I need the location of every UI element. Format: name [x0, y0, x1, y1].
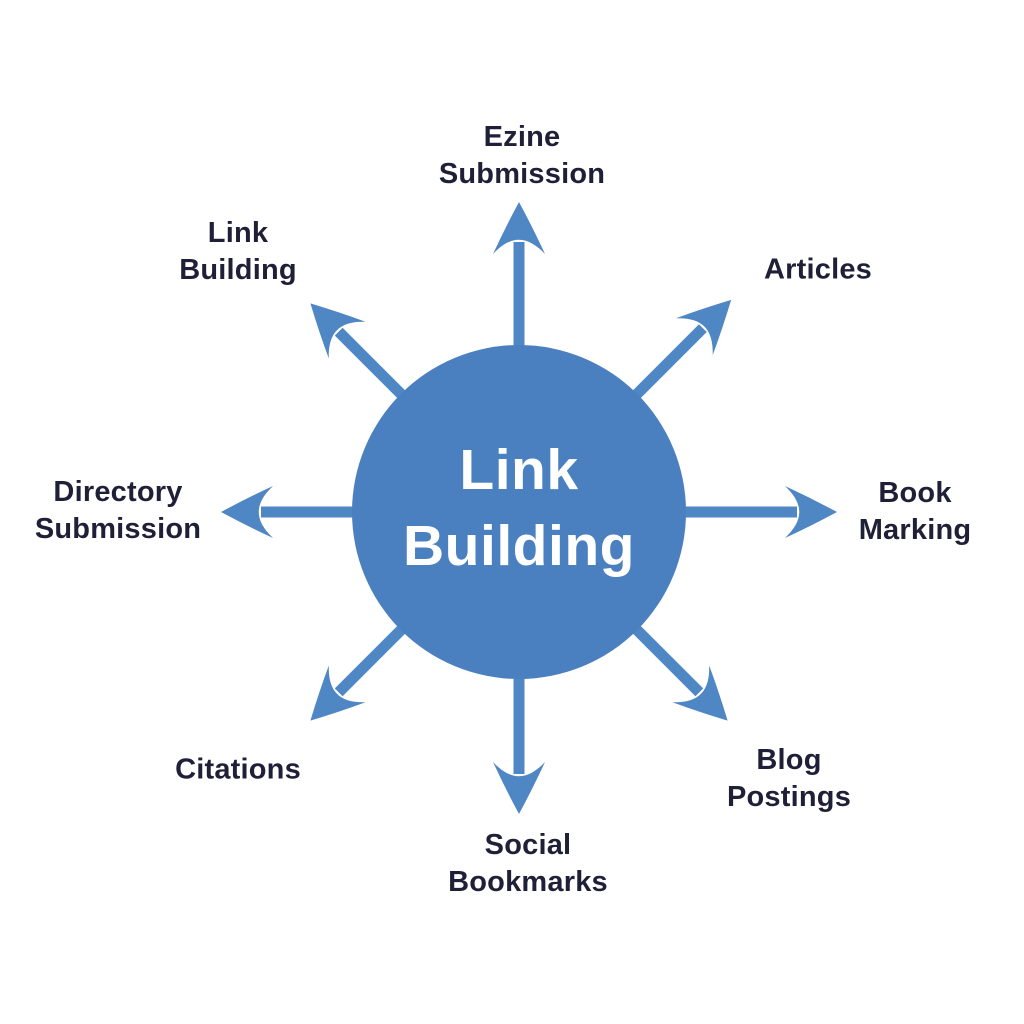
hub-title: Link Building [403, 438, 635, 578]
spoke-label-blog-postings: Blog Postings [726, 744, 852, 813]
arrow-down [493, 660, 545, 814]
spoke-label-ezine-submission: Ezine Submission [438, 121, 606, 190]
arrow-up [493, 202, 545, 364]
arrow-left [221, 486, 371, 538]
spoke-label-social-bookmarks: Social Bookmarks [448, 829, 608, 898]
spoke-label-link-building: Link Building [179, 217, 297, 286]
hub-circle [352, 345, 686, 679]
spoke-label-book-marking: Book Marking [858, 477, 972, 546]
spoke-label-citations: Citations [175, 753, 301, 786]
spoke-label-articles: Articles [764, 253, 872, 286]
arrow-right [667, 486, 837, 538]
spoke-label-directory-submission: Directory Submission [34, 476, 202, 545]
